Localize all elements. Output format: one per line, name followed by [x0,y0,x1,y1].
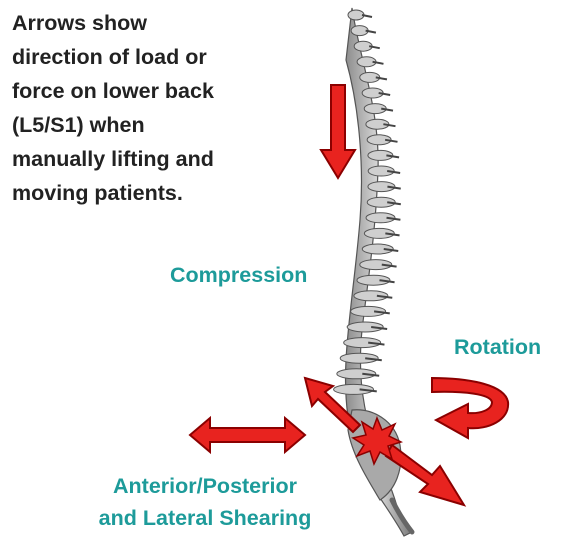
rotation-label: Rotation [454,335,541,360]
vertebrae-group [334,10,401,394]
compression-arrow-down [321,85,355,178]
vertebra [351,26,368,36]
rotation-curved-arrow [432,378,508,438]
shearing-label: Anterior/Posterior and Lateral Shearing [60,470,350,534]
vertebra [348,10,364,20]
lateral-shear-double-arrow [190,418,305,452]
compression-label: Compression [170,263,307,288]
